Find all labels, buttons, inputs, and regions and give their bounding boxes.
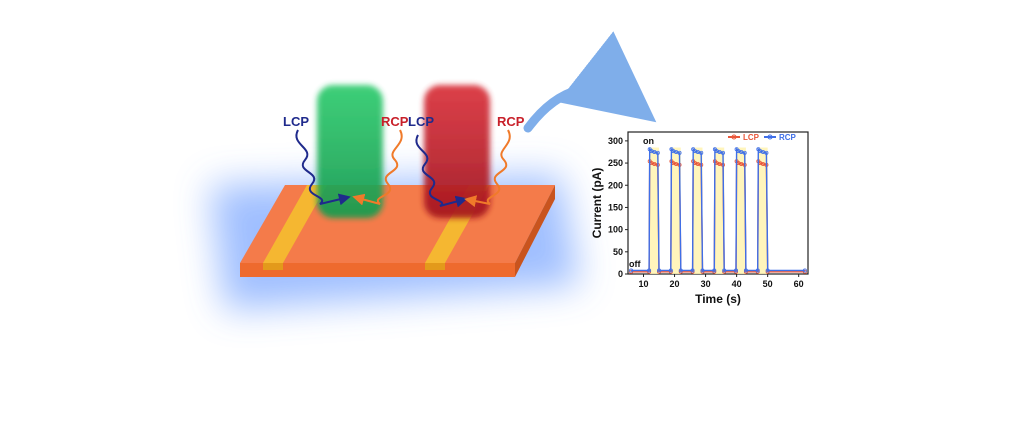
- substrate-side: [515, 185, 555, 277]
- on-interval-3: [714, 147, 725, 274]
- series-rcp-point-28: [739, 149, 744, 154]
- series-rcp-point-5: [655, 150, 660, 155]
- y-tick-label-6: 300: [608, 136, 623, 146]
- series-rcp-point-24: [722, 268, 727, 273]
- lcp-label-right: LCP: [408, 114, 434, 129]
- series-lcp-point-22: [717, 161, 722, 166]
- on-interval-5: [758, 147, 768, 274]
- lcp-spiral-left: [295, 129, 351, 206]
- series-rcp-point-12: [678, 268, 683, 273]
- series-lcp-point-28: [739, 161, 744, 166]
- y-tick-label-5: 250: [608, 158, 623, 168]
- series-rcp-point-35: [764, 150, 769, 155]
- on-interval-2: [693, 147, 703, 274]
- rcp-spiral-left: [352, 129, 403, 206]
- legend-rcp-dot: [767, 134, 773, 140]
- series-rcp-point-4: [652, 149, 657, 154]
- annotation-on: on: [643, 136, 654, 146]
- device-illustration: LCP RCP LCP RCP: [210, 85, 580, 310]
- electrode-left-front: [263, 263, 283, 270]
- on-interval-1: [671, 147, 681, 274]
- series-rcp-point-10: [674, 149, 679, 154]
- rcp-label-right: RCP: [497, 114, 525, 129]
- series-rcp-point-13: [690, 268, 695, 273]
- substrate-front: [240, 263, 515, 277]
- x-tick-label-2: 30: [701, 279, 711, 289]
- legend-rcp-label: RCP: [779, 133, 797, 142]
- series-rcp-point-37: [802, 268, 807, 273]
- lcp-spiral-right: [415, 134, 468, 208]
- x-tick-label-0: 10: [639, 279, 649, 289]
- series-rcp-point-19: [712, 268, 717, 273]
- series-rcp-point-36: [765, 268, 770, 273]
- series-rcp-point-25: [734, 268, 739, 273]
- x-tick-label-3: 40: [732, 279, 742, 289]
- electrode-left: [263, 185, 327, 263]
- red-crystal: [424, 85, 490, 218]
- electrode-right-front: [425, 263, 445, 270]
- x-tick-label-1: 20: [670, 279, 680, 289]
- on-interval-0: [649, 147, 660, 274]
- on-shading-group: [649, 147, 768, 274]
- lcp-label-left: LCP: [283, 114, 309, 129]
- legend-lcp-dot: [731, 134, 737, 140]
- rcp-spiral-right: [464, 129, 511, 208]
- series-lcp-point-16: [695, 161, 700, 166]
- series-rcp-point-31: [755, 268, 760, 273]
- series-rcp-point-0: [629, 268, 634, 273]
- y-tick-label-4: 200: [608, 180, 623, 190]
- series-lcp-point-10: [674, 161, 679, 166]
- axis-group: 10 20 30 40 50 60 0 50 100 150 200 250 300: [608, 136, 804, 289]
- series-rcp-point-18: [700, 268, 705, 273]
- series-rcp-point-11: [677, 150, 682, 155]
- series-rcp-point-1: [647, 268, 652, 273]
- series-rcp-point-22: [717, 149, 722, 154]
- green-crystal: [317, 85, 383, 218]
- series-group: [629, 147, 807, 274]
- series-lcp-point-4: [652, 161, 657, 166]
- series-rcp-point-16: [695, 149, 700, 154]
- series-rcp-point-17: [699, 150, 704, 155]
- x-axis-label: Time (s): [695, 292, 741, 306]
- legend-lcp-label: LCP: [743, 133, 760, 142]
- curved-arrow: [523, 31, 657, 133]
- y-tick-label-2: 100: [608, 225, 623, 235]
- series-lcp-point-34: [761, 161, 766, 166]
- y-tick-label-3: 150: [608, 202, 623, 212]
- series-rcp-point-7: [668, 268, 673, 273]
- series-rcp-point-23: [720, 150, 725, 155]
- x-tick-label-4: 50: [763, 279, 773, 289]
- x-tick-label-5: 60: [794, 279, 804, 289]
- y-axis-label: Current (pA): [590, 168, 604, 239]
- photocurrent-chart: 10 20 30 40 50 60 0 50 100 150 200 250 300 on off LC…: [590, 131, 809, 306]
- rcp-label-left: RCP: [381, 114, 409, 129]
- annotation-off: off: [629, 259, 641, 269]
- series-rcp-point-6: [657, 268, 662, 273]
- series-rcp-point-34: [761, 149, 766, 154]
- y-tick-label-1: 50: [613, 247, 623, 257]
- series-rcp-point-30: [743, 268, 748, 273]
- y-tick-label-0: 0: [618, 269, 623, 279]
- legend: LCP RCP: [728, 133, 797, 142]
- series-rcp-point-29: [742, 150, 747, 155]
- on-interval-4: [736, 147, 746, 274]
